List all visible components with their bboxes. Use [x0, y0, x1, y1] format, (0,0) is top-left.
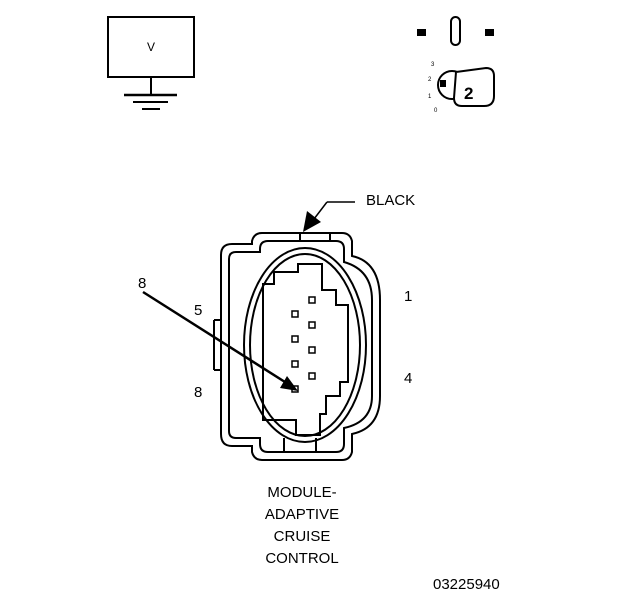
black-label-leader: [303, 201, 355, 232]
module-name-line-4: CONTROL: [265, 550, 339, 567]
pin-cavity: [308, 372, 316, 380]
pin-cavity: [308, 321, 316, 329]
pin-cavity: [308, 296, 316, 304]
figure-id: 03225940: [433, 576, 500, 593]
pin-5-label: 5: [194, 302, 203, 319]
ignition-position-0: 0: [434, 108, 438, 114]
pin-4-label: 4: [404, 370, 413, 387]
voltmeter-label: V: [146, 40, 155, 54]
pin-cavities: [291, 296, 316, 393]
pin-cavity: [291, 310, 299, 318]
probe-arrow: [142, 290, 298, 391]
connector-body: [213, 232, 381, 461]
ignition-position-3: 3: [431, 62, 435, 68]
pin-cavity: [291, 335, 299, 343]
connector-color-label: BLACK: [366, 192, 416, 209]
pin-1-label: 1: [404, 288, 413, 305]
ignition-position-1: 1: [428, 94, 432, 100]
module-name-line-1: MODULE-: [267, 484, 337, 501]
voltmeter-symbol: [107, 16, 195, 110]
pin-8-label: 8: [194, 384, 203, 401]
probe-pin-label: 8: [138, 275, 147, 292]
ignition-position-2: 2: [428, 77, 432, 83]
pin-cavity: [291, 360, 299, 368]
module-name-line-2: ADAPTIVE: [264, 506, 340, 523]
module-name-caption: MODULE- ADAPTIVE CRUISE CONTROL: [232, 482, 372, 570]
module-name-line-3: CRUISE: [273, 528, 331, 545]
ignition-key-position: 2: [464, 84, 474, 103]
ignition-switch-icon: [417, 16, 495, 107]
pin-cavity: [308, 346, 316, 354]
